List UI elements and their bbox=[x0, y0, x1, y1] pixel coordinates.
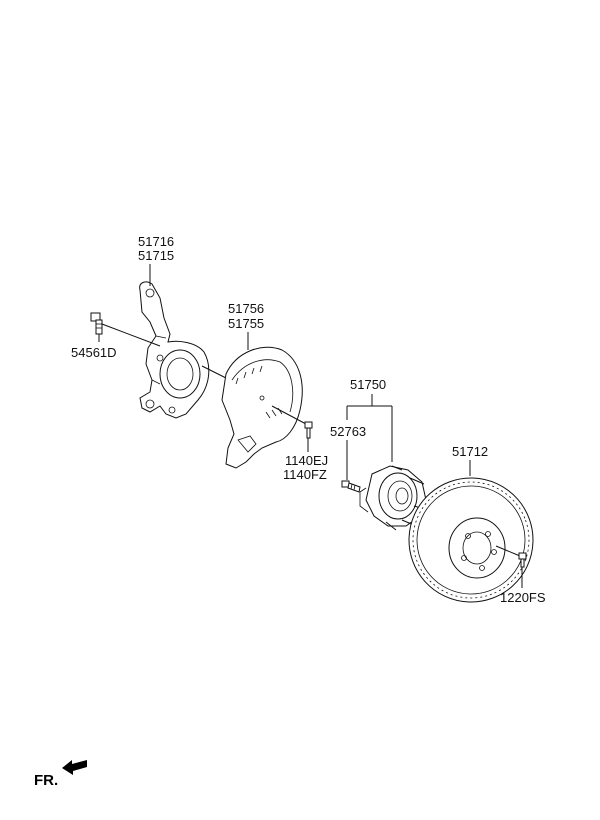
bolt-label: 54561D bbox=[71, 345, 117, 360]
brake-disc[interactable] bbox=[392, 461, 551, 620]
cover-screw[interactable] bbox=[304, 421, 313, 439]
screw-label-a: 1140EJ bbox=[285, 453, 328, 468]
hub-bracket-lines bbox=[346, 394, 393, 462]
leader-bolt bbox=[101, 323, 161, 347]
knuckle-label-b: 51715 bbox=[138, 248, 174, 263]
dust-cover[interactable] bbox=[221, 346, 303, 469]
wheel-stud[interactable] bbox=[341, 480, 361, 493]
disc-screw-label: 1220FS bbox=[500, 590, 546, 605]
leader-disc-screw bbox=[495, 545, 521, 557]
leader-knuckle-cover bbox=[201, 365, 227, 379]
knuckle-label-a: 51716 bbox=[138, 234, 174, 249]
hub-label: 51750 bbox=[350, 377, 386, 392]
disc-label: 51712 bbox=[452, 444, 488, 459]
hub-assembly[interactable] bbox=[359, 465, 429, 531]
cover-label-a: 51756 bbox=[228, 301, 264, 316]
stud-label: 52763 bbox=[330, 424, 366, 439]
front-arrow-icon bbox=[62, 760, 87, 775]
disc-screw[interactable] bbox=[518, 552, 527, 568]
leader-screw bbox=[271, 405, 307, 425]
knuckle-bolt[interactable] bbox=[90, 312, 103, 335]
steering-knuckle[interactable] bbox=[139, 281, 210, 419]
front-direction-label: FR. bbox=[34, 772, 58, 789]
screw-label-b: 1140FZ bbox=[283, 467, 327, 482]
cover-label-b: 51755 bbox=[228, 316, 264, 331]
